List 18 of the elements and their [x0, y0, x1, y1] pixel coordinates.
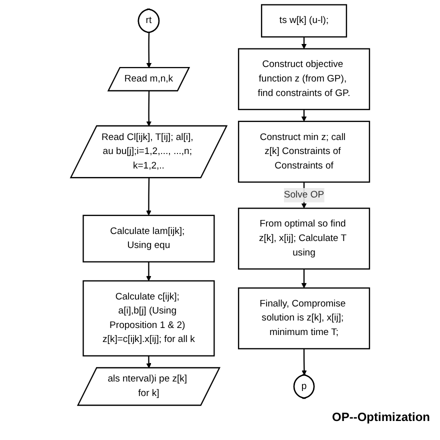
edge-label: Solve OP [284, 190, 324, 200]
node-box: Calculate lam[ijk]; Using equ [82, 214, 215, 262]
arrow [301, 110, 306, 122]
node-box: From optimal so find z[k], x[ij]; Calculate T using [238, 208, 370, 270]
arrow [146, 32, 152, 68]
node-box: Construct objective function z (from GP), find constraints of GP. [238, 48, 370, 110]
node-box: Finally, Compromise solution is z[k], x[ij]; minimum time T; [238, 287, 370, 350]
arrow [146, 356, 152, 368]
arrow [146, 262, 152, 282]
arrow [146, 91, 152, 126]
node-box: ts w[k] (u-l); [260, 4, 347, 38]
arrow [301, 36, 306, 50]
node-box: Calculate c[ijk]; a[i],b[j] (Using Proposition 1 & 2) z[k]=c[ijk].x[ij]; for all k [82, 280, 215, 356]
node-box: Construct min z; call z[k] Constraints of Constraints of [238, 120, 370, 183]
note-text: OP--Optimization [331, 410, 430, 424]
arrow [301, 348, 307, 376]
arrow [146, 178, 152, 216]
arrow [301, 268, 306, 288]
